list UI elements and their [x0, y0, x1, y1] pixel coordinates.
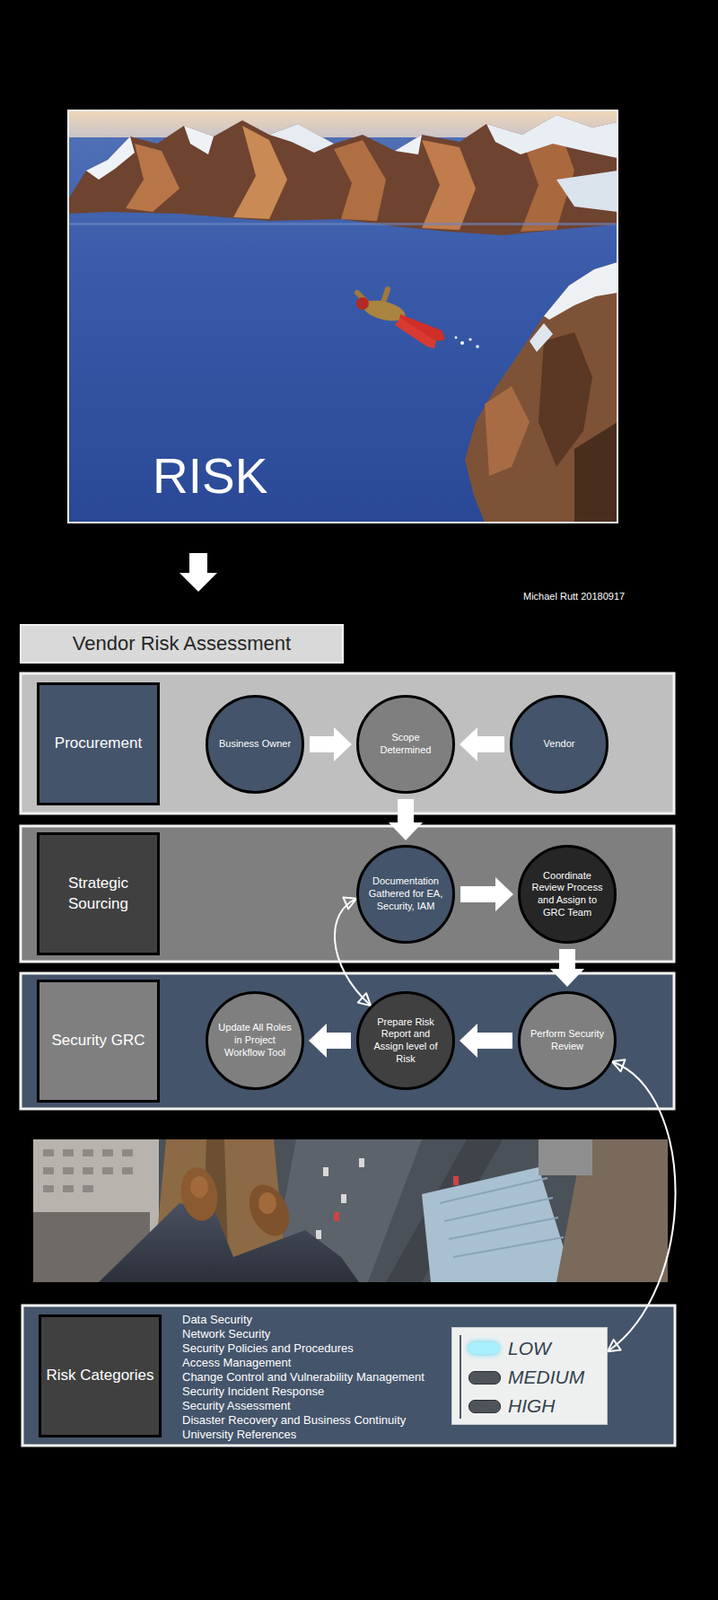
block-arrow: [309, 726, 352, 762]
step-text: Coordinate Review Process and Assign to …: [529, 869, 605, 920]
block-arrow: [460, 876, 514, 911]
process-circle: Prepare Risk Report and Assign level of …: [356, 990, 456, 1090]
band-background: [20, 825, 675, 962]
process-circle: Scope Determined: [356, 694, 456, 794]
arrow-head: [343, 897, 358, 910]
category-item: Access Management: [182, 1355, 425, 1370]
swimlane-band: Procurement Business Owner Scope Determine…: [20, 673, 675, 814]
arrow-head: [607, 1339, 622, 1351]
band-background: [20, 972, 675, 1109]
step-text: Documentation Gathered for EA, Security,…: [367, 875, 444, 912]
arrow-body: [460, 876, 514, 911]
category-item: University References: [182, 1427, 425, 1442]
level-text: LOW: [507, 1338, 552, 1358]
block-arrow: [459, 726, 505, 762]
arrow-head: [612, 1059, 626, 1071]
arrow-body: [459, 1023, 513, 1058]
lane-label: Risk Categories: [38, 1313, 162, 1437]
band-background: [22, 1304, 675, 1445]
process-circle: Business Owner: [205, 694, 305, 794]
swimlane-band: Security GRC Update All Roles in Project …: [20, 972, 675, 1109]
level-button: [468, 1370, 501, 1384]
arrow-body: [388, 798, 423, 841]
lane-label: Security GRC: [36, 979, 160, 1103]
swimlane-band: Risk CategoriesData SecurityNetwork Secu…: [22, 1304, 675, 1445]
process-circle: Perform Security Review: [517, 990, 617, 1090]
process-circle: Documentation Gathered for EA, Security,…: [356, 844, 456, 944]
level-text: MEDIUM: [507, 1366, 585, 1386]
category-item: Security Policies and Procedures: [182, 1340, 425, 1356]
process-circle: Vendor: [509, 694, 609, 794]
step-text: Update All Roles in Project Workflow Too…: [217, 1021, 293, 1059]
block-arrow: [388, 798, 423, 841]
block-arrow: [550, 948, 585, 987]
category-item: Network Security: [182, 1326, 425, 1341]
swimlane-band: Strategic Sourcing Documentation Gathered…: [20, 825, 675, 962]
category-item: Data Security: [182, 1312, 425, 1327]
arrow-body: [308, 1023, 351, 1058]
level-button: [468, 1341, 500, 1354]
city-photo: [33, 1138, 668, 1282]
risk-level-image: LOW MEDIUM HIGH: [451, 1326, 608, 1425]
arrow-line: [607, 1060, 676, 1351]
category-list: Data SecurityNetwork SecuritySecurity Po…: [182, 1312, 425, 1442]
block-arrow: [308, 1023, 351, 1058]
step-text: Scope Determined: [367, 731, 444, 757]
level-button: [468, 1399, 501, 1413]
process-circle: Coordinate Review Process and Assign to …: [517, 844, 617, 944]
category-item: Security Assessment: [182, 1398, 425, 1413]
category-item: Disaster Recovery and Business Continuit…: [182, 1412, 425, 1428]
level-text: HIGH: [507, 1395, 556, 1415]
jumper-figure: [356, 288, 446, 349]
step-text: Prepare Risk Report and Assign level of …: [367, 1015, 444, 1066]
scale-bar: [459, 1334, 462, 1419]
arrow-head: [358, 992, 371, 1006]
step-text: Business Owner: [217, 737, 293, 751]
category-item: Security Incident Response: [182, 1383, 425, 1399]
band-background: [20, 673, 675, 814]
arrow-body: [459, 726, 505, 762]
lane-label: Strategic Sourcing: [36, 831, 160, 955]
arrow-body: [550, 948, 585, 987]
category-item: Change Control and Vulnerability Managem…: [182, 1369, 425, 1384]
block-arrow: [459, 1023, 513, 1058]
process-circle: Update All Roles in Project Workflow Too…: [205, 990, 305, 1090]
arrow-body: [309, 726, 352, 762]
step-text: Perform Security Review: [529, 1027, 605, 1053]
step-text: Vendor: [521, 737, 597, 751]
diagram-title: Vendor Risk Assessment: [19, 623, 344, 664]
photo-caption: RISK: [152, 451, 268, 501]
down-arrow: [179, 552, 218, 592]
mountain-photo: [68, 110, 618, 523]
curved-arrow: [607, 1059, 676, 1351]
author-date: Michael Rutt 20180917: [523, 591, 625, 602]
lane-label: Procurement: [36, 682, 160, 806]
